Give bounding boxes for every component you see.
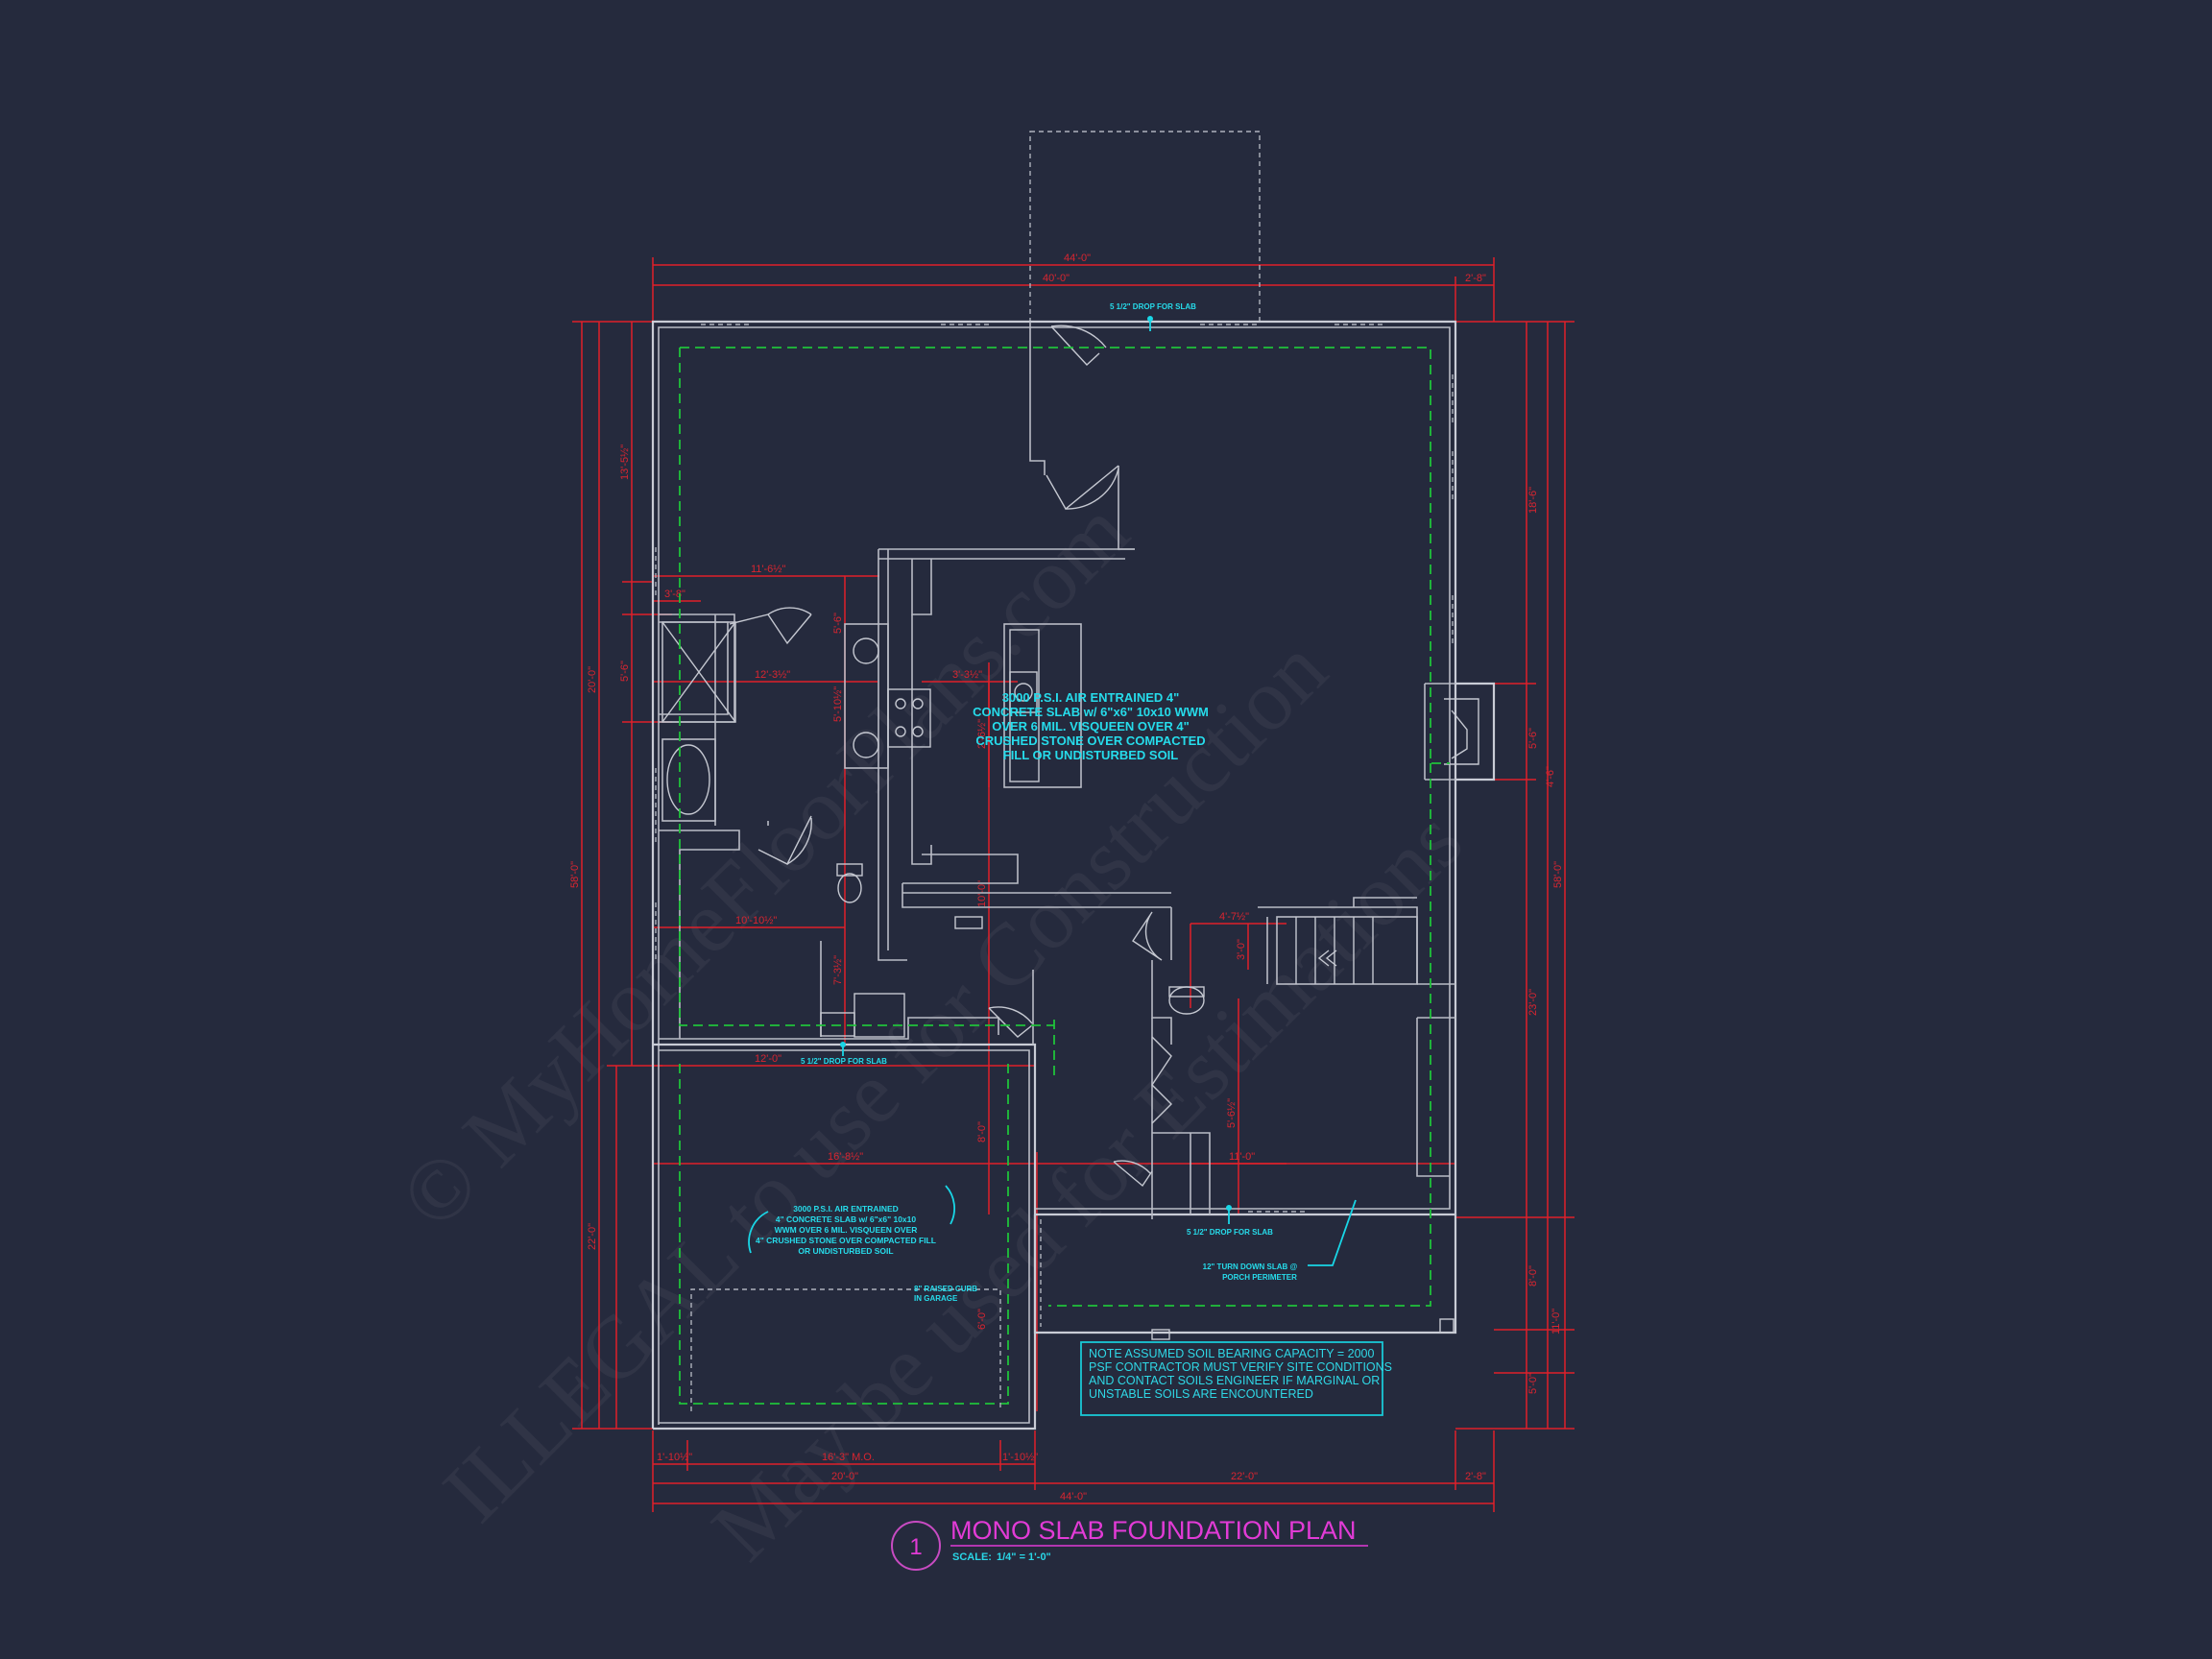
dim-right-2: 5'-6" — [1527, 728, 1539, 749]
drawing-number: 1 — [909, 1534, 922, 1560]
dim-left-overall: 58'-0" — [569, 861, 581, 888]
dim-int-9: 7'-3½" — [832, 955, 844, 985]
dim-top-overall: 44'-0" — [1064, 252, 1091, 264]
drawing-title: MONO SLAB FOUNDATION PLAN — [950, 1516, 1357, 1545]
dim-bottom-left-2: 16'-3" M.O. — [822, 1452, 875, 1463]
dim-int-10: 12'-0" — [755, 1053, 781, 1065]
dim-top-right: 2'-8" — [1465, 273, 1486, 284]
garage-curb — [690, 1288, 1001, 1411]
dim-bottom-right: 22'-0" — [1231, 1471, 1258, 1482]
dim-int-18: 6'-0" — [976, 1309, 988, 1330]
svg-text:8" RAISED CURB: 8" RAISED CURB — [914, 1285, 977, 1293]
svg-text:4" CONCRETE SLAB w/ 6"x6" 10x1: 4" CONCRETE SLAB w/ 6"x6" 10x10 — [776, 1214, 917, 1224]
dim-int-15: 8'-0" — [976, 1121, 988, 1142]
slab-edge-lines — [679, 347, 1450, 1405]
svg-text:3000 P.S.I. AIR ENTRAINED: 3000 P.S.I. AIR ENTRAINED — [793, 1204, 899, 1214]
dim-int-7: 2'-6½" — [976, 719, 988, 749]
scale-label: SCALE: — [952, 1551, 992, 1563]
dimension-text: 44'-0" 40'-0" 2'-8" 1'-10½" 16'-3" M.O. … — [569, 252, 1564, 1503]
dim-left-1: 13'-5½" — [619, 445, 631, 480]
dim-right-overall: 58'-0" — [1552, 861, 1564, 888]
dim-int-5: 5'-6" — [832, 613, 844, 634]
svg-text:OR UNDISTURBED SOIL: OR UNDISTURBED SOIL — [798, 1246, 893, 1256]
dim-bottom-garage: 20'-0" — [831, 1471, 858, 1482]
dim-int-2: 3'-8" — [664, 589, 685, 600]
dim-bottom-right-small: 2'-8" — [1465, 1471, 1486, 1482]
dim-right-4: 23'-0" — [1527, 989, 1539, 1016]
svg-text:CONCRETE SLAB w/ 6"x6" 10x10 W: CONCRETE SLAB w/ 6"x6" 10x10 WWM — [973, 705, 1209, 719]
dim-left-2: 5'-6" — [619, 661, 631, 682]
dim-bottom-overall: 44'-0" — [1060, 1491, 1087, 1503]
dim-right-5: 8'-0" — [1527, 1265, 1539, 1286]
dim-int-4: 3'-3½" — [952, 669, 982, 681]
dim-bottom-left-3: 1'-10½" — [1002, 1452, 1038, 1463]
note-drop-porch: 5 1/2" DROP FOR SLAB — [1187, 1228, 1273, 1237]
building-walls — [651, 131, 1496, 1431]
svg-text:NOTE ASSUMED SOIL BEARING CAPA: NOTE ASSUMED SOIL BEARING CAPACITY = 200… — [1089, 1347, 1374, 1360]
dim-left-garage: 22'-0" — [587, 1223, 598, 1250]
note-soil-box: NOTE ASSUMED SOIL BEARING CAPACITY = 200… — [1080, 1341, 1392, 1416]
dim-int-3: 12'-3½" — [755, 669, 790, 681]
svg-text:IN GARAGE: IN GARAGE — [914, 1294, 958, 1303]
svg-text:AND CONTACT SOILS ENGINEER IF: AND CONTACT SOILS ENGINEER IF MARGINAL O… — [1089, 1374, 1380, 1387]
svg-text:12" TURN DOWN SLAB @: 12" TURN DOWN SLAB @ — [1203, 1262, 1298, 1271]
svg-text:PORCH PERIMETER: PORCH PERIMETER — [1222, 1273, 1297, 1282]
svg-text:FILL OR UNDISTURBED SOIL: FILL OR UNDISTURBED SOIL — [1003, 748, 1179, 762]
note-drop-top: 5 1/2" DROP FOR SLAB — [1110, 302, 1196, 311]
annotations: 5 1/2" DROP FOR SLAB 5 1/2" DROP FOR SLA… — [748, 302, 1392, 1416]
dim-top-main: 40'-0" — [1043, 273, 1070, 284]
title-block: 1 MONO SLAB FOUNDATION PLAN SCALE: 1/4" … — [891, 1516, 1368, 1571]
svg-text:CRUSHED STONE OVER COMPACTED: CRUSHED STONE OVER COMPACTED — [975, 733, 1205, 748]
dim-bottom-left-1: 1'-10½" — [657, 1452, 692, 1463]
dim-int-17: 3'-0" — [1236, 939, 1247, 960]
svg-text:3000 P.S.I. AIR ENTRAINED 4": 3000 P.S.I. AIR ENTRAINED 4" — [1002, 690, 1180, 705]
dim-right-3: 4'-6" — [1545, 766, 1556, 787]
dim-int-13: 11'-0" — [1229, 1151, 1255, 1163]
note-curb: 8" RAISED CURB IN GARAGE — [914, 1285, 977, 1303]
note-turn-down: 12" TURN DOWN SLAB @ PORCH PERIMETER — [1203, 1262, 1298, 1282]
dim-right-7: 5'-0" — [1527, 1373, 1539, 1394]
note-main-slab: 3000 P.S.I. AIR ENTRAINED 4" CONCRETE SL… — [973, 690, 1209, 762]
dimension-lines — [572, 257, 1575, 1512]
dim-int-8: 10'-10½" — [735, 915, 777, 926]
dim-right-1: 18'-6" — [1527, 487, 1539, 514]
scale-value: 1/4" = 1'-0" — [997, 1551, 1051, 1563]
dim-right-6: 11'-0" — [1551, 1309, 1562, 1334]
dim-int-12: 4'-7½" — [1219, 911, 1249, 923]
svg-text:4" CRUSHED STONE OVER COMPACTE: 4" CRUSHED STONE OVER COMPACTED FILL — [756, 1236, 936, 1245]
dim-int-14: 5'-6½" — [1226, 1098, 1238, 1128]
note-drop-mid: 5 1/2" DROP FOR SLAB — [801, 1057, 887, 1066]
dim-left-3: 20'-0" — [587, 666, 598, 693]
note-garage-slab: 3000 P.S.I. AIR ENTRAINED 4" CONCRETE SL… — [756, 1204, 936, 1256]
dim-int-1: 11'-6½" — [751, 564, 785, 575]
covered-entry-outline — [1029, 131, 1261, 323]
svg-text:WWM OVER 6 MIL. VISQUEEN OVER: WWM OVER 6 MIL. VISQUEEN OVER — [775, 1225, 918, 1235]
svg-text:UNSTABLE SOILS ARE ENCOUNTERED: UNSTABLE SOILS ARE ENCOUNTERED — [1089, 1387, 1313, 1401]
dim-int-11: 16'-8½" — [828, 1151, 863, 1163]
svg-text:PSF CONTRACTOR MUST VERIFY SIT: PSF CONTRACTOR MUST VERIFY SITE CONDITIO… — [1089, 1360, 1392, 1374]
dim-int-16: 10'-0" — [976, 880, 988, 907]
svg-text:OVER 6 MIL. VISQUEEN OVER 4": OVER 6 MIL. VISQUEEN OVER 4" — [992, 719, 1190, 733]
dim-int-6: 5'-10½" — [832, 686, 844, 722]
watermark: © MyHomeFloorPlans.com ILLEGAL to use fo… — [381, 482, 1480, 1578]
